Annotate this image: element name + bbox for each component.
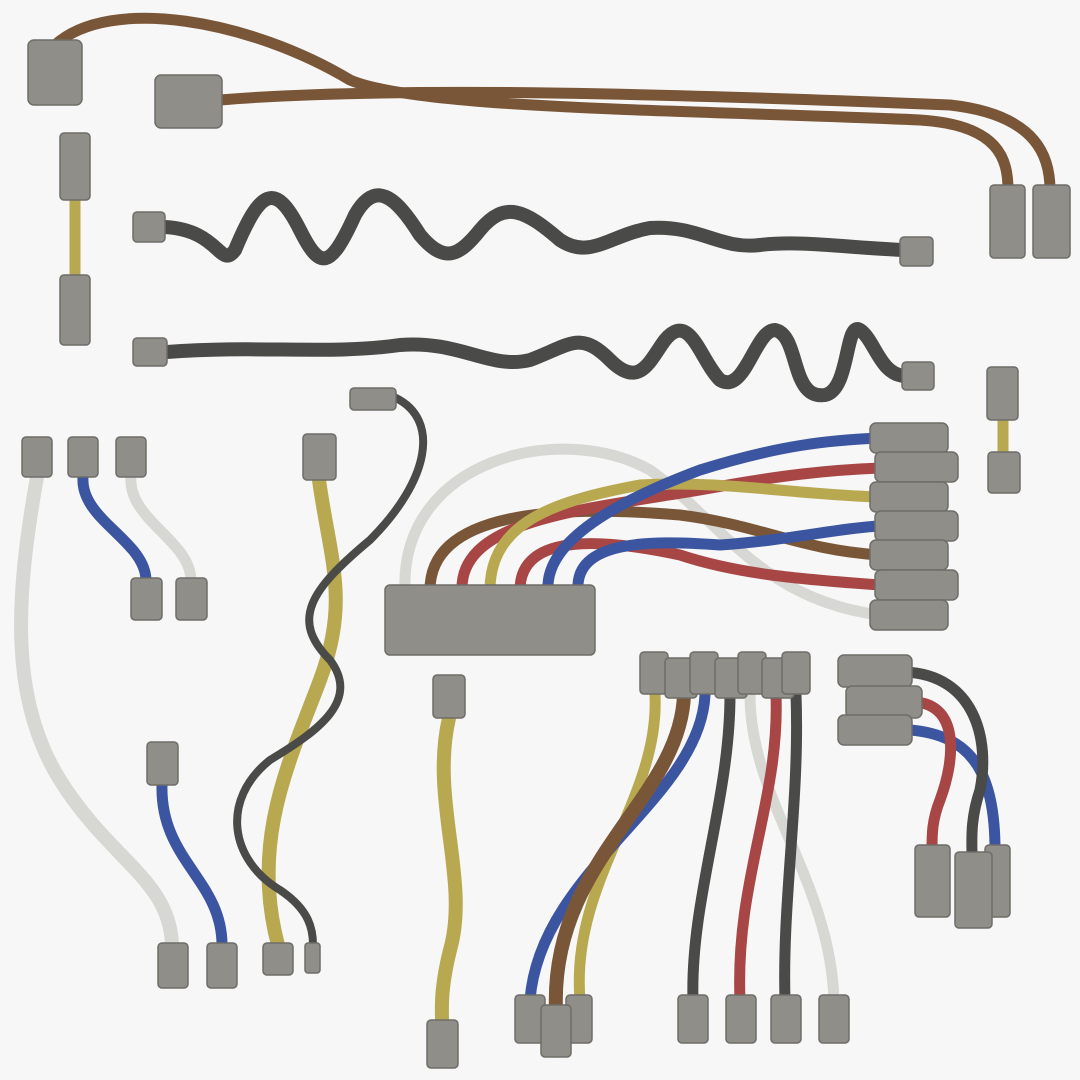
connector — [302, 433, 337, 481]
right-harness — [837, 654, 1011, 929]
connector — [59, 132, 91, 201]
dark-coil-wire-1 — [132, 188, 934, 267]
connector — [874, 451, 959, 483]
red-wire — [514, 538, 886, 596]
connector — [874, 510, 959, 542]
connector — [132, 337, 168, 367]
connector — [154, 74, 223, 129]
center-harness — [384, 422, 959, 656]
dark-wire — [687, 689, 736, 1006]
connector — [1032, 184, 1071, 259]
connector — [115, 436, 147, 478]
brown-wire-1 — [49, 12, 1014, 196]
connector — [146, 741, 179, 786]
connector — [987, 451, 1021, 494]
connector — [130, 577, 163, 621]
brown-wire-2 — [214, 86, 1056, 196]
connector — [989, 184, 1026, 259]
connector — [914, 844, 951, 918]
connector — [157, 942, 189, 989]
red-wire — [456, 462, 886, 596]
connector — [899, 236, 934, 267]
connector — [837, 714, 913, 746]
connector — [725, 994, 757, 1044]
blue-wire — [572, 520, 886, 596]
brown-wire — [424, 505, 886, 596]
dark-coil-wire-2 — [132, 322, 935, 403]
dark-coil-wire — [158, 188, 912, 266]
white-wire — [14, 470, 179, 952]
connector — [540, 1004, 572, 1058]
connector — [304, 942, 321, 974]
yellow-long-wire — [426, 674, 466, 1069]
dark-wire — [899, 666, 989, 861]
dark-wire — [779, 689, 803, 1006]
brown-double-wire — [27, 12, 1071, 259]
yellow-fuse-left — [59, 132, 91, 346]
connector — [426, 1019, 459, 1069]
connector — [132, 211, 166, 243]
connector — [770, 994, 802, 1044]
connector-block — [384, 584, 596, 656]
connector — [818, 994, 850, 1044]
yellow-wire — [484, 478, 886, 596]
yellow-wire — [261, 473, 343, 952]
connector — [262, 942, 294, 976]
yellow-fuse-right — [986, 366, 1021, 494]
connector — [639, 651, 669, 695]
connector — [781, 651, 811, 695]
bottom-harness — [514, 651, 850, 1058]
left-wires — [14, 387, 428, 989]
connector — [869, 599, 949, 631]
white-wire — [125, 471, 197, 586]
connector — [349, 387, 397, 411]
red-wire — [909, 696, 957, 854]
connector — [837, 654, 913, 688]
dark-coil-wire — [160, 322, 912, 403]
connector — [67, 436, 99, 478]
blue-wire — [156, 779, 228, 951]
connector — [21, 436, 53, 478]
blue-wire — [542, 432, 886, 596]
connector — [954, 851, 993, 929]
connector — [59, 274, 91, 346]
brown-wire — [548, 688, 691, 1017]
red-wire — [734, 689, 782, 1006]
connector — [845, 685, 923, 719]
connector — [206, 942, 238, 989]
dark-thin-wire — [233, 394, 428, 949]
connector — [986, 366, 1019, 421]
connector — [677, 994, 709, 1044]
blue-wire — [904, 724, 1001, 856]
connector — [27, 39, 83, 106]
connector — [869, 422, 949, 454]
connector — [869, 481, 949, 513]
connector — [869, 539, 949, 571]
yellow-wire — [434, 711, 463, 1027]
connector — [689, 651, 719, 695]
connector — [901, 361, 935, 391]
connector — [874, 569, 959, 601]
connector — [175, 577, 208, 621]
connector — [432, 674, 466, 719]
blue-wire — [77, 471, 152, 586]
